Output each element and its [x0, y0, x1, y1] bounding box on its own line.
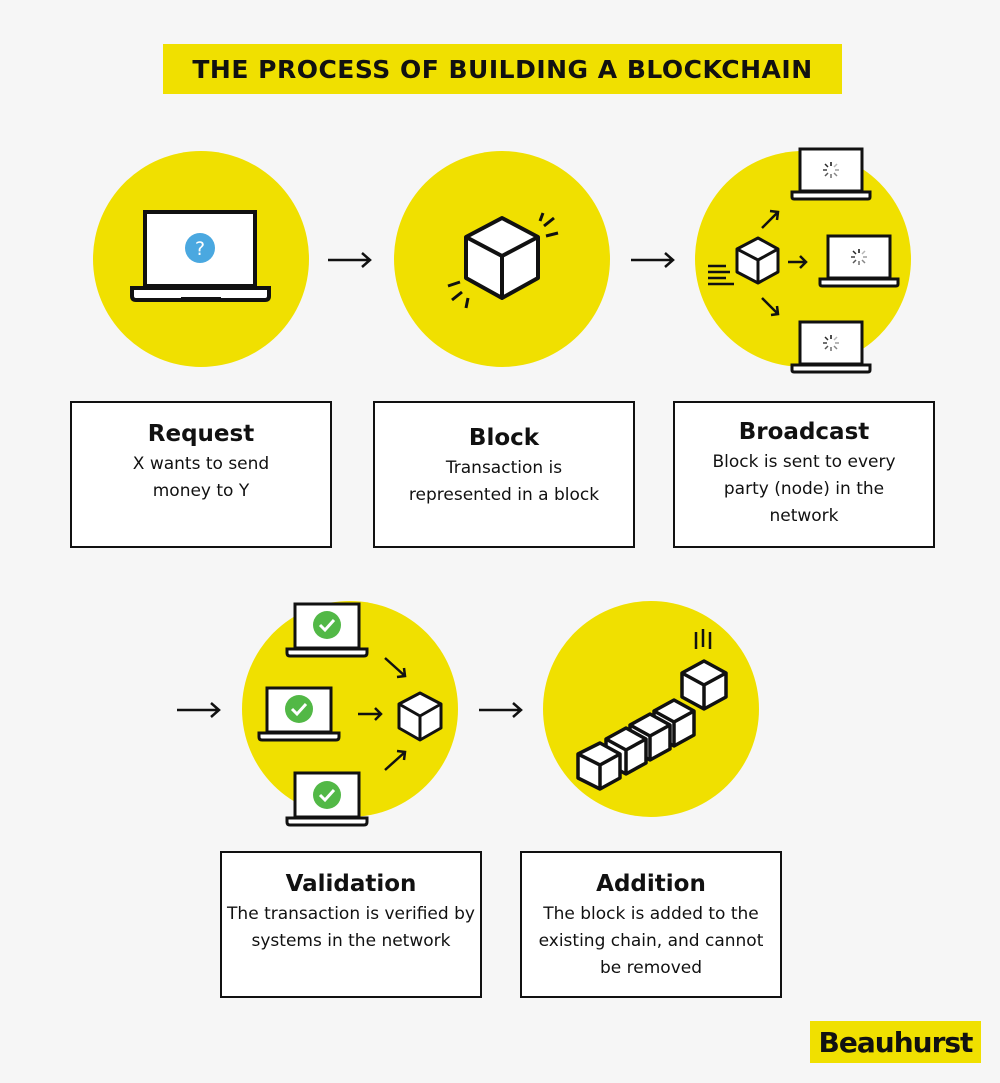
arrow-icon — [479, 702, 523, 718]
arrow-icon — [328, 252, 372, 268]
block-chain-icon — [576, 629, 728, 791]
validation-heading: Validation — [285, 871, 417, 897]
validation-card: Validation The transaction is verified b… — [220, 851, 482, 998]
addition-heading: Addition — [596, 871, 706, 897]
beauhurst-logo: Beauhurst — [810, 1021, 981, 1063]
broadcast-network-icon — [708, 147, 900, 374]
request-description: X wants to send money to Y — [132, 454, 270, 501]
laptop-check-icon — [257, 686, 341, 742]
addition-circle — [543, 601, 759, 817]
page-title: THE PROCESS OF BUILDING A BLOCKCHAIN — [163, 44, 842, 94]
cube-icon — [447, 212, 559, 309]
validation-network-icon — [257, 602, 443, 827]
arrow-icon — [177, 702, 221, 718]
block-description: Transaction is represented in a block — [408, 458, 600, 505]
block-card: Block Transaction is represented in a bl… — [373, 401, 635, 548]
request-heading: Request — [147, 421, 255, 447]
broadcast-heading: Broadcast — [738, 419, 870, 445]
arrow-icon — [631, 252, 675, 268]
laptop-loading-icon — [790, 320, 872, 374]
request-card: Request X wants to send money to Y — [70, 401, 332, 548]
addition-card: Addition The block is added to the exist… — [520, 851, 782, 998]
broadcast-description: Block is sent to every party (node) in t… — [712, 452, 896, 526]
laptop-loading-icon — [790, 147, 872, 201]
laptop-check-icon — [285, 771, 369, 827]
question-mark: ? — [195, 238, 205, 260]
laptop-loading-icon — [818, 234, 900, 288]
addition-description: The block is added to the existing chain… — [538, 904, 764, 978]
validation-description: The transaction is verified by systems i… — [227, 904, 475, 951]
block-heading: Block — [468, 425, 540, 451]
laptop-question-icon: ? — [130, 210, 271, 302]
broadcast-card: Broadcast Block is sent to every party (… — [673, 401, 935, 548]
laptop-check-icon — [285, 602, 369, 658]
